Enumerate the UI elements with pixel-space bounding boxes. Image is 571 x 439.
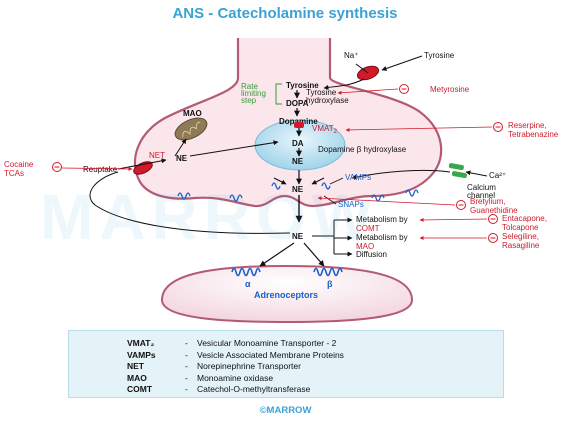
net-label: NET <box>149 151 165 160</box>
selegiline-label-2: Rasagiline <box>502 241 540 250</box>
cytoplasmic-ne-label: NE <box>176 154 188 163</box>
metabolism-mao-label-1: Metabolism by <box>356 233 408 242</box>
bretylium-label-1: Bretylium, <box>470 197 506 206</box>
reuptake-path <box>89 171 291 234</box>
adrenoceptors-label: Adrenoceptors <box>254 290 318 300</box>
na-plus-label: Na⁺ <box>344 51 358 60</box>
cocaine-label-2: TCAs <box>4 169 24 178</box>
da-label: DA <box>292 139 304 148</box>
vmat2-transporter <box>294 122 304 128</box>
legend-row: VAMPs-Vesicle Associated Membrane Protei… <box>127 349 344 360</box>
abbreviation-legend: VMAT₂-Vesicular Monoamine Transporter - … <box>68 330 504 398</box>
alpha-receptor-icon <box>231 267 261 277</box>
cocaine-inhibit-icon <box>52 162 62 172</box>
ca2-label: Ca²⁺ <box>489 171 506 180</box>
diagram-title: ANS - Catecholamine synthesis <box>172 5 397 22</box>
metabolism-mao-label-2: MAO <box>356 242 374 251</box>
vmat2-label: VMAT2 <box>312 124 338 135</box>
reserpine-label-2: Tetrabenazine <box>508 130 559 139</box>
released-ne-label: NE <box>292 185 304 194</box>
beta-label: β <box>327 279 333 289</box>
metyrosine-label: Metyrosine <box>430 85 470 94</box>
reserpine-inhibit-icon <box>493 122 503 132</box>
diffusion-label: Diffusion <box>356 250 387 259</box>
bretylium-inhibit-icon <box>456 200 466 210</box>
calcium-channel-label-2: channel <box>467 191 495 200</box>
watermark: MARROW <box>40 181 379 253</box>
selegiline-inhibit-icon <box>488 233 498 243</box>
na-arrow <box>355 63 369 74</box>
tyrosine-hydroxylase-label-2: hydroxylase <box>306 96 349 105</box>
mao-label: MAO <box>183 109 202 118</box>
beta-receptor-icon <box>313 267 343 277</box>
rate-limiting-label-1: Rate <box>241 82 258 91</box>
cocaine-label-1: Cocaine <box>4 160 34 169</box>
rate-limiting-label-3: step <box>241 96 257 105</box>
snaps-label: SNAPs <box>338 200 364 209</box>
entacapone-inhibit-icon <box>488 214 498 224</box>
legend-row: NET-Norepinephrine Transporter <box>127 361 301 371</box>
tyrosine-hydroxylase-label-1: Tyrosine <box>306 88 337 97</box>
tyrosine-label: Tyrosine <box>286 81 319 90</box>
bretylium-label-2: Guanethidine <box>470 206 518 215</box>
metabolism-comt-label-2: COMT <box>356 224 380 233</box>
tyrosine-uptake-arrow <box>381 55 423 71</box>
alpha-label: α <box>245 279 251 289</box>
rate-limiting-bracket <box>275 83 282 105</box>
reuptake-label: Reuptake <box>83 165 118 174</box>
rate-limiting-label-2: limiting <box>241 89 266 98</box>
vamps-label: VAMPs <box>345 173 371 182</box>
metabolism-comt-label-1: Metabolism by <box>356 215 408 224</box>
footer-copyright: ©MARROW <box>259 405 312 416</box>
postsynaptic-membrane <box>160 264 414 324</box>
beta-binding-arrow <box>303 242 325 267</box>
tyrosine-outside-label: Tyrosine <box>424 51 455 60</box>
mitochondrion-icon <box>174 117 208 141</box>
selegiline-label-1: Selegiline, <box>502 232 539 241</box>
legend-row: COMT-Catechol-O-methyltransferase <box>127 384 311 394</box>
alpha-binding-arrow <box>259 242 295 267</box>
calcium-influx-arrow <box>351 169 451 180</box>
tyrosine-into-terminal-arrow <box>323 78 365 90</box>
metyrosine-inhibit-icon <box>399 84 409 94</box>
synaptic-ne-label: NE <box>292 232 304 241</box>
calcium-channel-label-1: Calcium <box>467 183 496 192</box>
calcium-channel-icon <box>448 163 467 179</box>
legend-row: VMAT₂-Vesicular Monoamine Transporter - … <box>127 338 337 348</box>
dopamine-b-hydroxylase-label: Dopamine β hydroxylase <box>318 145 407 154</box>
legend-row: MAO-Monoamine oxidase <box>127 372 274 383</box>
storage-vesicle <box>254 119 346 171</box>
reserpine-label-1: Reserpine, <box>508 121 547 130</box>
entacapone-label-1: Entacapone, <box>502 214 547 223</box>
dopa-label: DOPA <box>286 99 309 108</box>
entacapone-label-2: Tolcapone <box>502 223 539 232</box>
vesicle-ne-label: NE <box>292 157 304 166</box>
dopamine-label: Dopamine <box>279 117 318 126</box>
